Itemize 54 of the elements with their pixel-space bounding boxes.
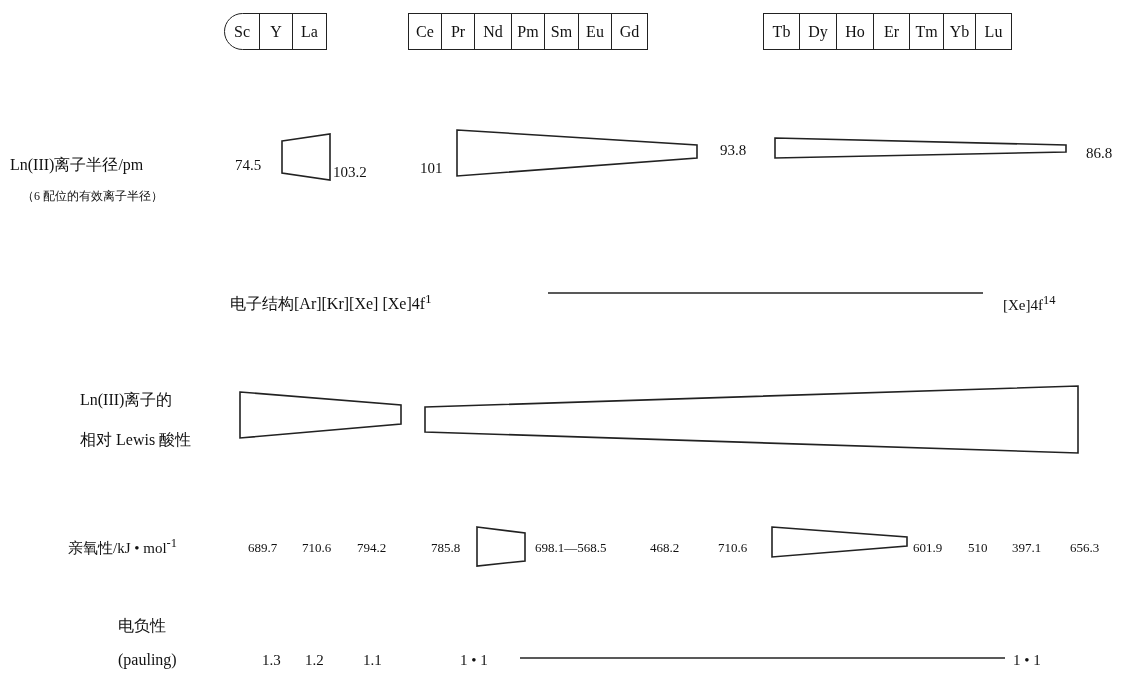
value-label: 1 • 1 [1013, 651, 1041, 669]
axis-label: 亲氧性/kJ • mol$^{-1}$ [68, 536, 177, 558]
element-box: Eu [578, 13, 612, 50]
axis-label: Ln(III)离子半径/pm [10, 154, 144, 176]
value-label: 468.2 [650, 540, 680, 556]
value-label: 510 [968, 540, 988, 556]
element-box: Tm [909, 13, 944, 50]
note-text: （6 配位的有效离子半径） [22, 187, 163, 205]
trend-wedge [239, 391, 402, 439]
element-box: Pm [511, 13, 545, 50]
value-label: 74.5 [235, 156, 262, 174]
value-label: 1.3 [262, 651, 281, 669]
value-label: 656.3 [1070, 540, 1100, 556]
axis-label: 电子结构[Ar][Kr][Xe] [Xe]4f$^{1}$ [230, 290, 432, 315]
value-label: 1 • 1 [460, 651, 488, 669]
element-box: Sc [224, 13, 260, 50]
element-box: Er [873, 13, 910, 50]
value-label: 689.7 [248, 540, 278, 556]
element-box: Ce [408, 13, 442, 50]
value-label: 710.6 [718, 540, 748, 556]
element-box: La [292, 13, 327, 50]
trend-wedge [281, 133, 331, 181]
element-box: Nd [474, 13, 512, 50]
value-label: 785.8 [431, 540, 461, 556]
element-box: Sm [544, 13, 579, 50]
element-box: Dy [799, 13, 837, 50]
element-box: Pr [441, 13, 475, 50]
value-label: 601.9 [913, 540, 943, 556]
value-label: 710.6 [302, 540, 332, 556]
value-label: 103.2 [333, 163, 367, 181]
element-box: Ho [836, 13, 874, 50]
value-label: 1.2 [305, 651, 324, 669]
axis-label: (pauling) [118, 651, 177, 669]
trend-wedge [774, 137, 1067, 159]
axis-label: 电负性 [118, 615, 166, 636]
value-label: [Xe]4f$^{14}$ [1003, 292, 1056, 314]
element-box: Gd [611, 13, 648, 50]
value-label: 698.1—568.5 [535, 540, 607, 556]
element-box: Lu [975, 13, 1012, 50]
axis-label: Ln(III)离子的 [80, 389, 173, 411]
trend-wedge [424, 385, 1079, 454]
axis-label: 相对 Lewis 酸性 [80, 429, 192, 450]
element-box: Yb [943, 13, 976, 50]
trend-wedge [456, 129, 698, 177]
trend-wedge [771, 526, 908, 558]
value-label: 397.1 [1012, 540, 1042, 556]
element-box: Tb [763, 13, 800, 50]
value-label: 86.8 [1086, 144, 1113, 162]
value-label: 1.1 [363, 651, 382, 669]
value-label: 794.2 [357, 540, 387, 556]
trend-wedge [476, 526, 526, 567]
value-label: 93.8 [720, 141, 747, 159]
element-box: Y [259, 13, 293, 50]
value-label: 101 [420, 159, 443, 177]
